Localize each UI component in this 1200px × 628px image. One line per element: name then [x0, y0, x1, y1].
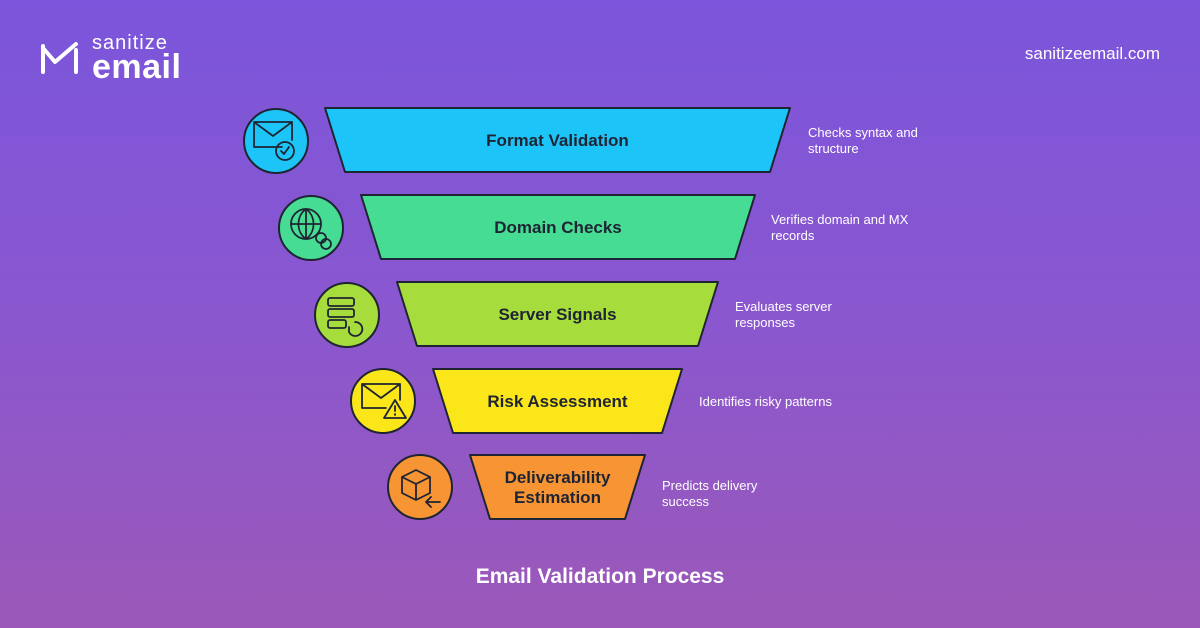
stage-2-trapezoid: [360, 194, 756, 260]
stage-5-label: Deliverability Estimation: [504, 468, 611, 507]
logo-text-sanitize: sanitize: [92, 32, 168, 54]
diagram-caption: Email Validation Process: [475, 565, 725, 588]
globe-link-icon: [290, 208, 332, 250]
stage-5-trapezoid: [469, 454, 646, 520]
stage-4-description: Identifies risky patterns: [699, 394, 832, 409]
stage-1-label: Format Validation: [486, 131, 629, 150]
envelope-warning-icon: [361, 383, 407, 419]
box-arrow-icon: [401, 469, 441, 508]
website-link[interactable]: sanitizeemail.com: [1024, 44, 1160, 63]
logo-text-email: email: [92, 48, 182, 86]
envelope-check-icon: [253, 121, 295, 161]
stage-2-label: Domain Checks: [494, 218, 622, 237]
stage-4-trapezoid: [432, 368, 683, 434]
stage-1-trapezoid: [324, 107, 791, 173]
stage-3-description: Evaluates server responses: [735, 299, 832, 330]
logo-mark-icon: [41, 42, 78, 74]
stage-3-label: Server Signals: [498, 305, 617, 324]
stage-5-description: Predicts delivery success: [662, 478, 758, 509]
brand-logo: sanitize email: [40, 32, 182, 86]
stage-2-description: Verifies domain and MX records: [771, 212, 909, 243]
stage-4-label: Risk Assessment: [487, 392, 628, 411]
server-refresh-icon: [327, 297, 364, 337]
stage-1-description: Checks syntax and structure: [808, 125, 918, 156]
stage-3-trapezoid: [396, 281, 719, 347]
